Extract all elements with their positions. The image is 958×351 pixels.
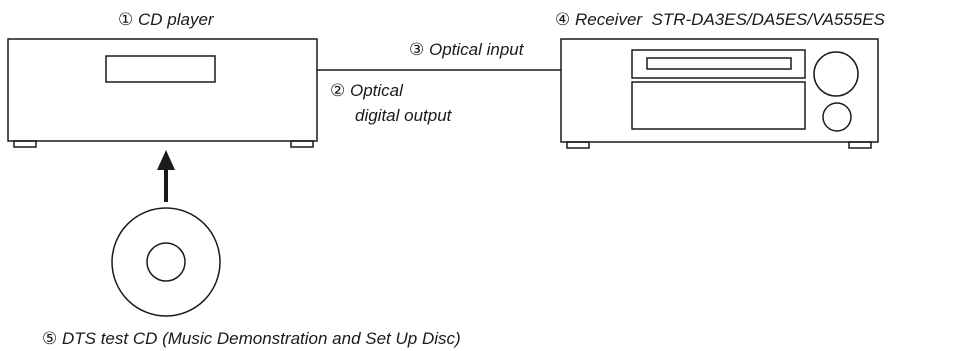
receiver-foot-right bbox=[848, 141, 872, 149]
receiver-body bbox=[560, 38, 879, 143]
optical-input-label: ③ Optical input bbox=[409, 40, 523, 60]
test-cd-text: DTS test CD (Music Demonstration and Set… bbox=[61, 329, 461, 348]
disc-outer-ring bbox=[111, 207, 221, 317]
test-cd-number: ⑤ bbox=[42, 329, 58, 348]
receiver-unit bbox=[560, 38, 879, 149]
optical-input-number: ③ bbox=[409, 40, 425, 59]
cd-player-foot-right bbox=[290, 140, 314, 148]
optical-output-number: ② bbox=[330, 81, 346, 100]
receiver-small-knob bbox=[822, 102, 852, 132]
cd-player-label: ① CD player bbox=[118, 10, 214, 30]
insert-arrow bbox=[157, 150, 175, 202]
optical-output-line1: Optical bbox=[349, 81, 403, 100]
optical-output-label: ② Optical bbox=[330, 81, 403, 101]
cd-player-number: ① bbox=[118, 10, 134, 29]
optical-output-line2: digital output bbox=[355, 106, 452, 125]
disc-center-ring bbox=[146, 242, 186, 282]
cd-player-text: CD player bbox=[137, 10, 214, 29]
receiver-number: ④ bbox=[555, 10, 571, 29]
receiver-text: Receiver STR-DA3ES/DA5ES/VA555ES bbox=[574, 10, 885, 29]
receiver-foot-left bbox=[566, 141, 590, 149]
cd-player-foot-left bbox=[13, 140, 37, 148]
optical-input-text: Optical input bbox=[428, 40, 524, 59]
receiver-volume-knob bbox=[813, 51, 859, 97]
insert-arrow-head bbox=[157, 150, 175, 170]
cd-player-body bbox=[7, 38, 318, 142]
test-cd-label: ⑤ DTS test CD (Music Demonstration and S… bbox=[42, 329, 461, 349]
receiver-lower-panel bbox=[631, 81, 806, 130]
cd-player-display bbox=[105, 55, 216, 83]
receiver-display-panel bbox=[631, 49, 806, 79]
receiver-display-window bbox=[646, 57, 792, 70]
cd-player-unit bbox=[7, 38, 318, 148]
test-cd-disc bbox=[111, 207, 221, 317]
optical-output-label-line2: digital output bbox=[355, 106, 451, 126]
receiver-label: ④ Receiver STR-DA3ES/DA5ES/VA555ES bbox=[555, 10, 885, 30]
